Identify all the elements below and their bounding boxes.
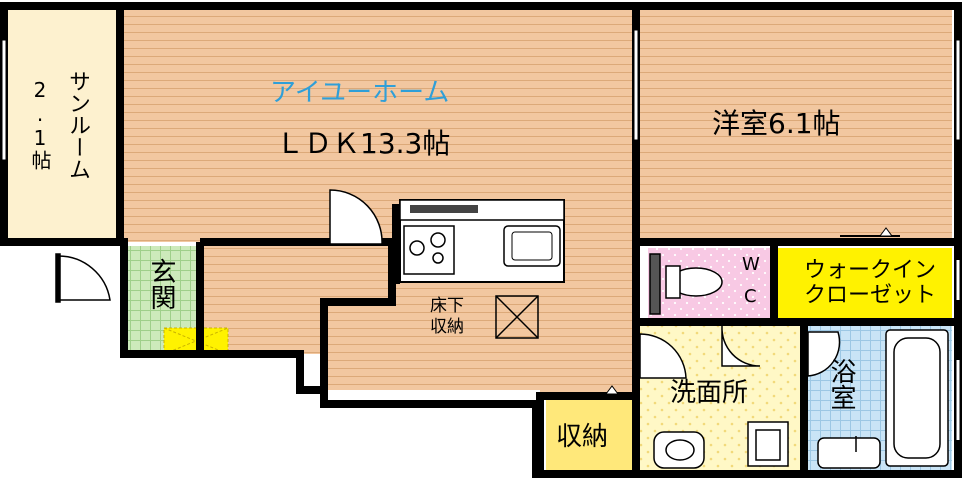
- storage-label: 収納: [556, 422, 609, 452]
- toilet: [649, 253, 723, 315]
- western-room-label: 洋室6.1帖: [712, 107, 841, 140]
- brand-name: アイユーホーム: [270, 78, 450, 108]
- sink: [503, 225, 561, 267]
- underfloor-storage: [495, 295, 539, 339]
- windows: [2, 30, 960, 440]
- kitchen-counter: [399, 199, 565, 283]
- bathtub: [817, 329, 949, 469]
- underfloor-label: 床下 収納: [430, 296, 464, 338]
- shoe-box-cross: [163, 327, 229, 355]
- storage-floor: [546, 398, 632, 470]
- walkin-closet-label: ウォークイン クローゼット: [804, 258, 937, 309]
- stove: [403, 225, 455, 275]
- sunroom-size-label: 2.1帖: [28, 78, 52, 170]
- sunroom-label: サンルーム: [65, 70, 90, 180]
- entrance-label: 玄関: [146, 258, 176, 310]
- doors: [55, 189, 841, 379]
- western-room-floor: [640, 10, 952, 240]
- wc-c-label: C: [744, 286, 757, 307]
- bath-label: 浴室: [826, 358, 856, 410]
- ldk-label: ＬＤＫ13.3帖: [276, 127, 451, 160]
- sunroom-floor: [8, 10, 118, 238]
- wc-w-label: W: [742, 254, 760, 275]
- washbasin: [653, 421, 789, 469]
- washroom-label: 洗面所: [670, 378, 749, 408]
- closet-floor: [778, 248, 952, 318]
